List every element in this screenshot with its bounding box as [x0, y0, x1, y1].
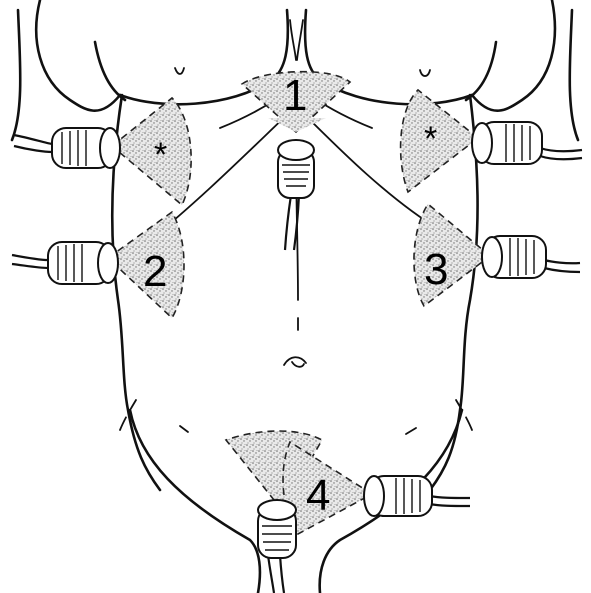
window-3-label: 3 — [424, 245, 448, 294]
probe-window-2 — [12, 242, 118, 284]
left-upper-fan — [401, 90, 478, 192]
right-upper-asterisk: * — [154, 136, 167, 174]
left-arm-outline — [570, 10, 578, 140]
probe-window-3 — [482, 236, 580, 278]
window-4-label: 4 — [306, 471, 330, 520]
left-nipple — [420, 70, 430, 76]
window-2-label: 2 — [143, 247, 167, 296]
right-upper-fan — [112, 98, 191, 205]
probe-window-1 — [278, 140, 314, 250]
probe-left-upper — [472, 122, 582, 164]
right-arm-outline — [12, 10, 20, 140]
window-1-label: 1 — [283, 71, 307, 120]
navel — [284, 357, 306, 367]
left-upper-asterisk: * — [424, 120, 437, 158]
right-nipple — [175, 68, 184, 74]
probe-right-upper — [14, 128, 120, 168]
probe-window-4-vertical — [258, 500, 296, 593]
probe-window-4-horizontal — [364, 476, 470, 516]
